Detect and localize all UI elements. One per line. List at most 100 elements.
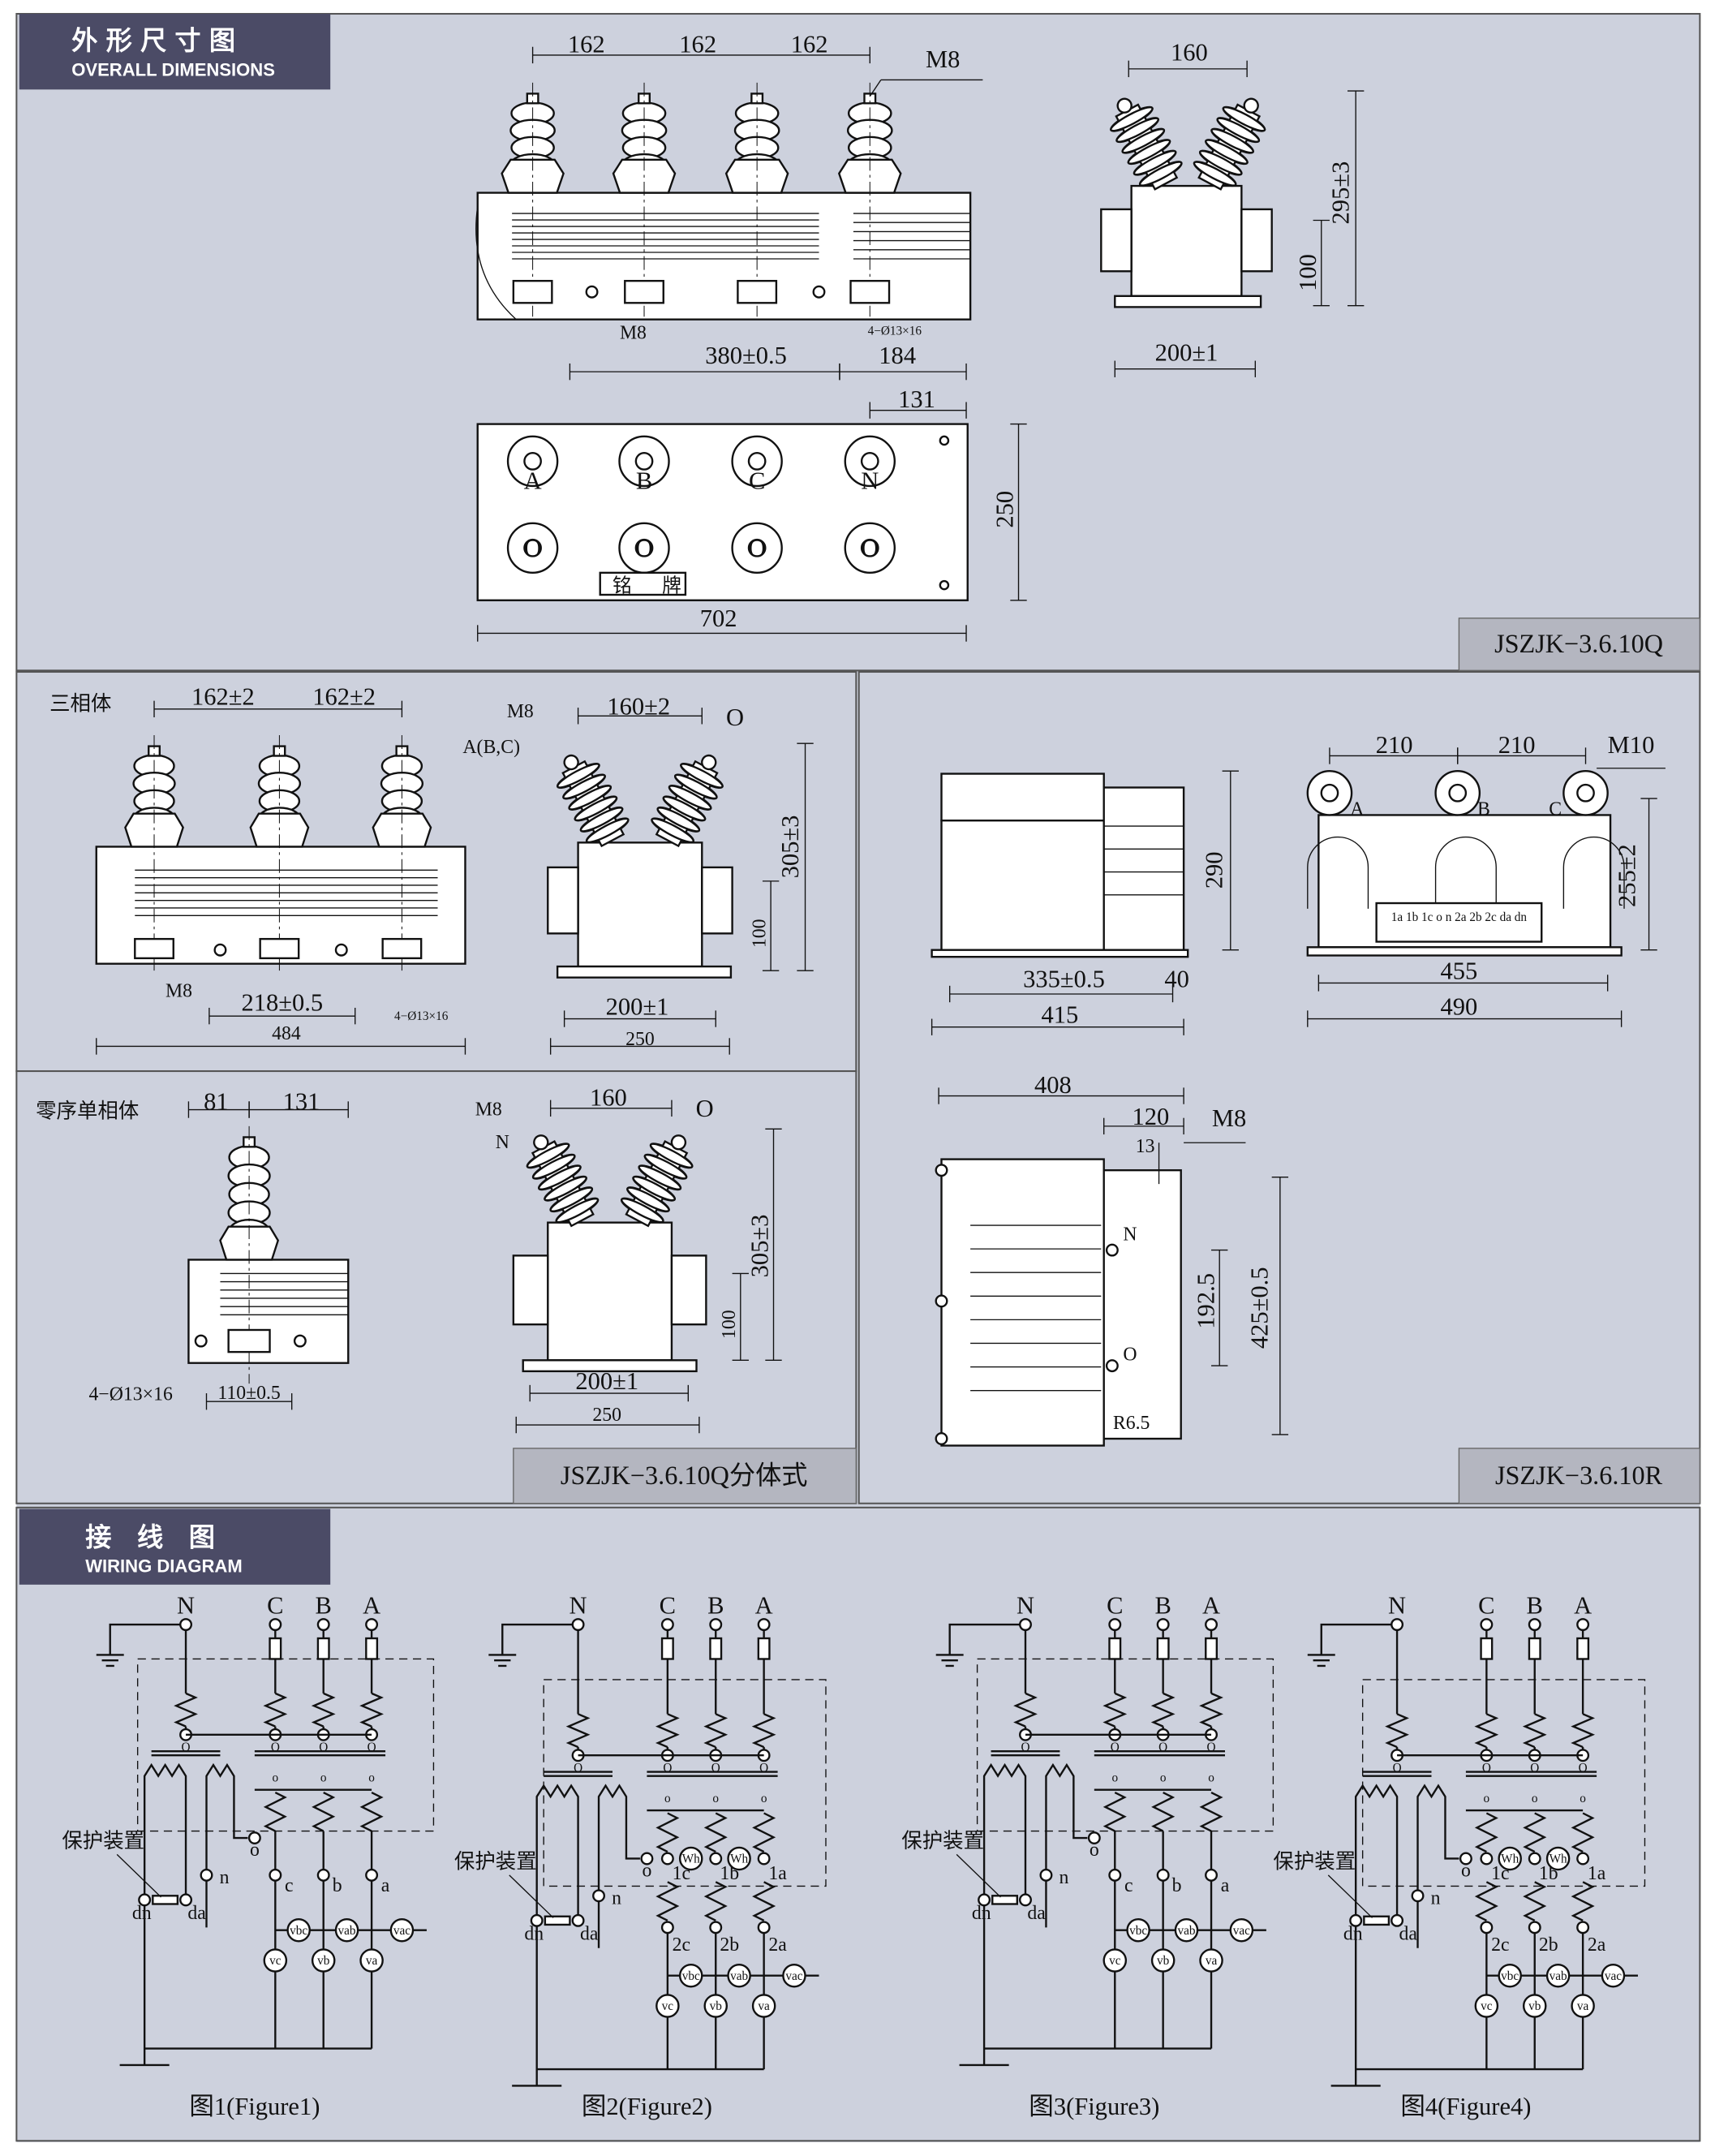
side-coil [701, 866, 733, 935]
r-side-body [940, 820, 1105, 951]
terminal-label-2a: 2a [768, 1934, 787, 1956]
protection-device-label: 保护装置 [901, 1828, 984, 1853]
phase-label-phase_n: N [861, 467, 879, 494]
hole-callout: 4−Ø13×16 [89, 1384, 173, 1405]
hole-callout: 4−Ø13×16 [868, 324, 922, 338]
phase-c: C [1549, 798, 1562, 820]
insulator [612, 82, 677, 317]
overall-dimensions-header: 外形尺寸图 OVERALL DIMENSIONS [19, 14, 331, 90]
terminal-label-o: o [1160, 1771, 1167, 1784]
winding-icon [1385, 1713, 1409, 1749]
terminal-label-vbc: vbc [290, 1924, 307, 1938]
side-base [1114, 295, 1262, 308]
model-label-q: JSZJK−3.6.10Q [1458, 618, 1701, 671]
terminal-icon [1576, 1618, 1590, 1632]
neutral-winding [1416, 1784, 1459, 1948]
neutral-winding [597, 1784, 640, 1948]
terminal-strip [1375, 902, 1543, 943]
svg-text:JSZJK−3.6.10R: JSZJK−3.6.10R [1495, 1461, 1663, 1490]
terminal-label-O: O [759, 1762, 768, 1775]
housing-curve [475, 206, 517, 321]
dim-pitch-2: 162±2 [312, 683, 376, 711]
terminal-label-A: A [1202, 1591, 1220, 1619]
winding-icon [1474, 1713, 1499, 1749]
terminal-label-N: N [1388, 1591, 1406, 1619]
slanted-insulator [651, 754, 724, 848]
panel-title-zero-seq: 零序单相体 [36, 1099, 139, 1123]
terminal-icon [757, 1618, 771, 1632]
thread-callout: M8 [507, 701, 534, 722]
terminal-label-o3: O [748, 534, 766, 562]
dim-pitch-3: 162 [791, 31, 828, 58]
terminal-label-dn: dn [132, 1903, 152, 1924]
terminal-label-o: o [1532, 1792, 1538, 1805]
terminal-label-O: O [1579, 1762, 1588, 1775]
r-top-body [940, 1158, 1105, 1447]
r-side-top [940, 772, 1105, 822]
terminal-label-O: O [319, 1741, 328, 1754]
meter-vb-icon [1522, 1994, 1547, 2018]
dim-base-width: 200±1 [606, 992, 669, 1020]
mechanical-drawings [95, 46, 1666, 1447]
terminal-label-O: O [1021, 1741, 1029, 1754]
bushing-core [523, 538, 542, 557]
terminal-n [1411, 1889, 1425, 1903]
meter-Wh-icon [678, 1846, 703, 1871]
winding-icon [1522, 1713, 1547, 1749]
meter-vc-icon [263, 1948, 288, 1973]
terminal-n: N [496, 1132, 509, 1153]
meter-vbc-icon [286, 1917, 311, 1943]
dim-length: 415 [1042, 1001, 1079, 1029]
terminal-label-c: c [285, 1875, 294, 1896]
fuse-icon [709, 1637, 723, 1660]
r-side-base [931, 949, 1189, 958]
terminal-n [1039, 1868, 1053, 1882]
dim-offset: 40 [1164, 966, 1189, 993]
wiring-panel [15, 1506, 1701, 2142]
terminal-label-O: O [1530, 1762, 1539, 1775]
mounting-hole [585, 285, 599, 299]
terminal-label-vac: vac [785, 1969, 802, 1983]
winding-icon [263, 1692, 288, 1728]
dim-width: 490 [1441, 992, 1478, 1020]
terminal-1c [660, 1852, 674, 1866]
bushing-core [860, 538, 879, 557]
dim-pitch-1: 162 [568, 31, 605, 58]
leader-line [116, 1853, 161, 1898]
fuse-icon [757, 1637, 771, 1660]
dim-mount-spacing: 380±0.5 [705, 342, 787, 369]
dim-width: 425±0.5 [1246, 1267, 1274, 1349]
slanted-insulator [620, 1134, 694, 1228]
protection-device-icon [152, 1895, 179, 1905]
header-title-en: OVERALL DIMENSIONS [71, 59, 275, 80]
dim-height: 305±3 [746, 1215, 774, 1278]
meter-Wh-icon [1545, 1846, 1571, 1871]
mounting-hole [334, 943, 348, 957]
terminal-n-label: N [1123, 1224, 1137, 1246]
side-base [556, 965, 733, 979]
mounting-hole [293, 1334, 307, 1348]
side-housing [577, 841, 703, 968]
winding-icon [751, 1713, 776, 1749]
terminal-block [512, 279, 553, 304]
terminal-label-o: o [712, 1792, 719, 1805]
terminal-icon [1108, 1618, 1122, 1632]
insulator [501, 82, 565, 317]
terminal-label-o4: O [861, 534, 879, 562]
terminal-dn [978, 1893, 991, 1907]
terminal-icon [1528, 1618, 1541, 1632]
terminal-icon [1019, 1618, 1032, 1632]
neutral-winding [1045, 1762, 1088, 1928]
leader-line [509, 1874, 554, 1918]
terminal-label-A: A [363, 1591, 380, 1619]
insulator [372, 735, 432, 971]
terminal-label-o: o [761, 1792, 767, 1805]
terminal-label-o: o [320, 1771, 327, 1784]
figure-caption: 图3(Figure3) [1029, 2093, 1159, 2120]
winding-icon [1199, 1791, 1223, 1832]
mount-hole [939, 579, 950, 591]
terminal-label-o: o [368, 1771, 375, 1784]
ground-wire [948, 1623, 1025, 1655]
terminal-o: O [726, 704, 744, 731]
